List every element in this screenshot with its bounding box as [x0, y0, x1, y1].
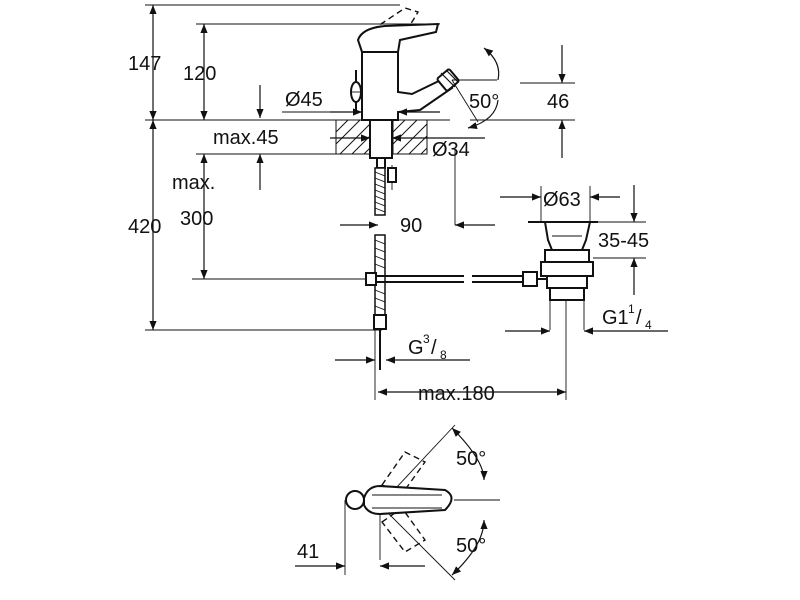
dimension-35-45-line	[593, 185, 646, 295]
spout-angle-arc	[451, 47, 500, 129]
lever-rotated-up-dashed	[380, 451, 427, 495]
label-90: 90	[400, 215, 422, 237]
dimension-147-line	[145, 4, 400, 120]
label-41: 41	[297, 541, 319, 563]
mixer-top-view	[344, 424, 500, 581]
lever	[356, 22, 440, 53]
mixer-side-view	[192, 7, 525, 370]
angle-top-arc	[451, 427, 488, 481]
label-d45: Ø45	[285, 89, 323, 111]
label-max: max.	[172, 172, 215, 194]
flexible-hose	[373, 167, 387, 370]
label-46: 46	[547, 91, 569, 113]
popup-knob-top	[345, 490, 365, 510]
dimension-46-line	[470, 45, 575, 158]
svg-text:/: /	[431, 337, 437, 359]
angle-bottom-arc	[451, 519, 488, 576]
popup-rod-knob	[350, 70, 362, 110]
label-angle-top: 50°	[456, 448, 486, 470]
label-d63: Ø63	[543, 189, 581, 211]
label-angle-bottom: 50°	[456, 535, 486, 557]
dimension-90-line	[340, 148, 495, 229]
label-120: 120	[183, 63, 216, 85]
popup-rod-horizontal	[192, 272, 525, 286]
svg-text:3: 3	[423, 332, 430, 346]
mixer-body	[361, 51, 454, 121]
label-max45: max.45	[213, 127, 279, 149]
label-35-45: 35-45	[598, 230, 649, 252]
label-147: 147	[128, 53, 161, 75]
svg-text:1: 1	[628, 302, 635, 316]
dimension-420-line	[145, 120, 382, 331]
label-g38: G 3 / 8	[408, 332, 447, 362]
spout-nozzle	[436, 68, 460, 92]
lever-top	[363, 484, 453, 516]
label-420: 420	[128, 216, 161, 238]
dimension-d63-line	[500, 186, 620, 222]
mounting-shank	[369, 119, 393, 159]
lever-rotated-down-dashed	[380, 507, 427, 553]
svg-text:G1: G1	[602, 307, 629, 329]
dimension-max180-line	[378, 300, 567, 400]
label-d34: Ø34	[432, 139, 470, 161]
label-max180: max.180	[418, 383, 495, 405]
waste-rod-connector	[522, 271, 538, 287]
label-g114: G1 1 / 4	[602, 302, 652, 332]
label-spout-angle: 50°	[469, 91, 499, 113]
svg-text:/: /	[636, 307, 642, 329]
pop-up-waste	[522, 221, 598, 330]
svg-text:4: 4	[645, 318, 652, 332]
svg-text:G: G	[408, 337, 424, 359]
dimension-120-line	[196, 23, 440, 120]
svg-text:8: 8	[440, 348, 447, 362]
label-300: 300	[180, 208, 213, 230]
dimension-g38-line	[335, 330, 470, 400]
